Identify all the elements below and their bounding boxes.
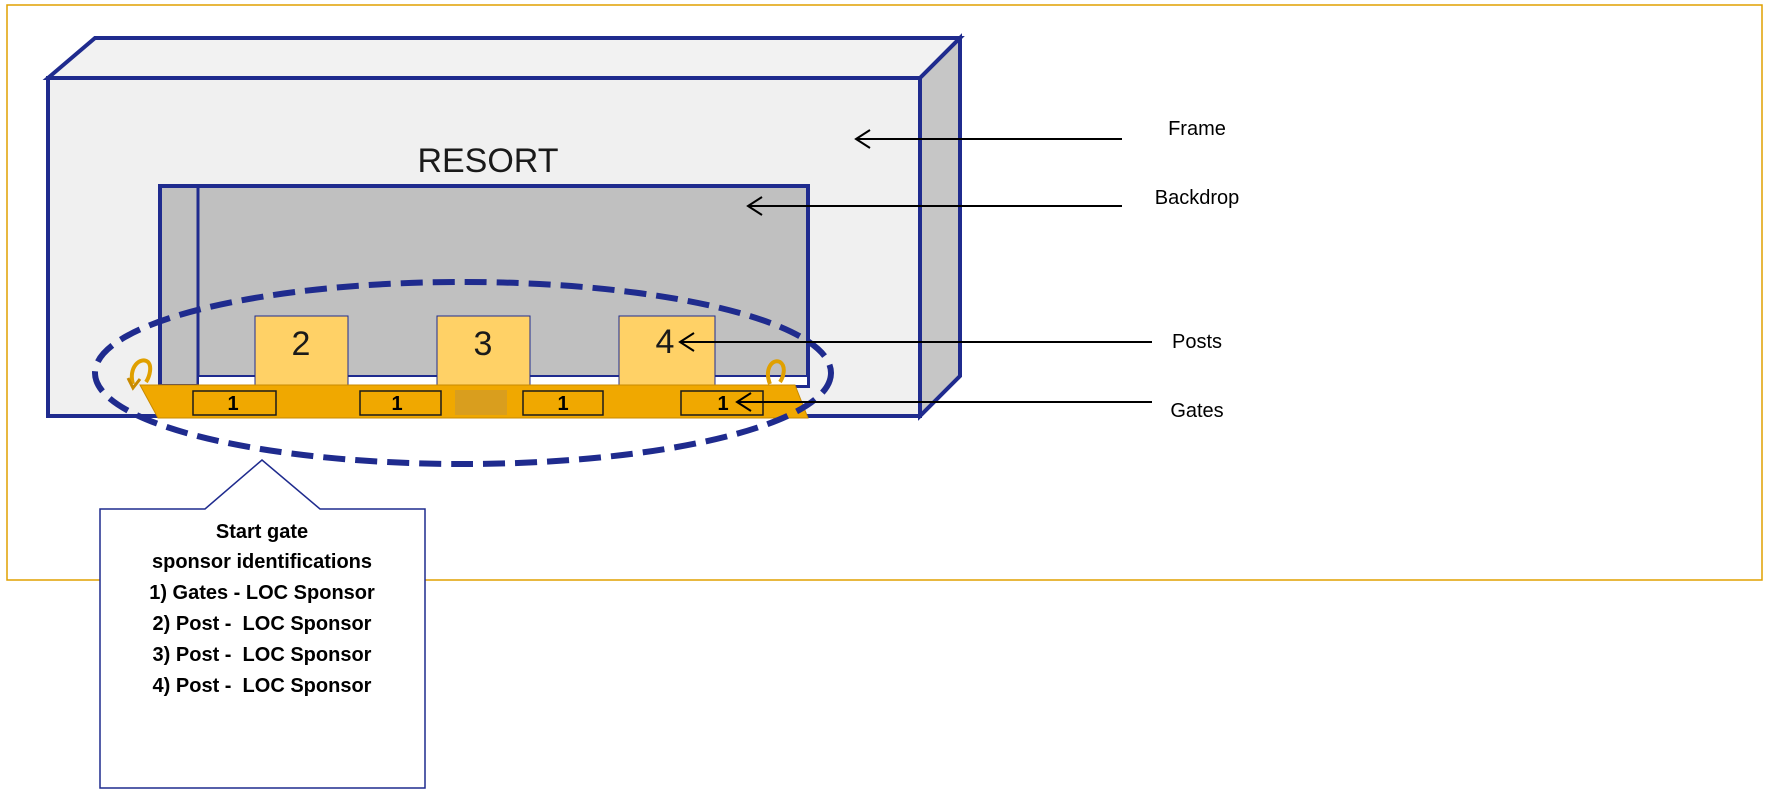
label-gates: Gates [1170, 400, 1223, 422]
svg-text:4) Post - LOC Sponsor: 4) Post - LOC Sponsor [153, 675, 372, 697]
arrow-posts [678, 332, 1152, 352]
gate-1a: 1 [192, 390, 277, 416]
gate-1c: 1 [522, 390, 604, 416]
arrow-frame [854, 129, 1122, 149]
sponsor-callout: Start gate sponsor identifications 1) Ga… [99, 459, 426, 789]
arrow-backdrop [746, 196, 1122, 216]
post-3: 3 [436, 315, 531, 387]
resort-label: RESORT [417, 142, 558, 180]
label-posts: Posts [1172, 331, 1222, 353]
svg-text:3) Post - LOC Sponsor: 3) Post - LOC Sponsor [153, 644, 372, 666]
svg-text:1: 1 [557, 393, 568, 415]
svg-text:Start gate: Start gate [216, 521, 308, 543]
gate-1b: 1 [359, 390, 442, 416]
label-backdrop: Backdrop [1155, 187, 1240, 209]
highlight-ellipse [92, 279, 834, 467]
svg-text:1) Gates - LOC Sponsor: 1) Gates - LOC Sponsor [149, 582, 375, 604]
svg-text:3: 3 [474, 325, 493, 363]
svg-text:4: 4 [656, 323, 675, 361]
post-4: 4 [618, 315, 716, 387]
gate-bar [126, 358, 809, 419]
arrow-gates [735, 392, 1152, 412]
diagram-border [6, 4, 1763, 581]
svg-text:2) Post - LOC Sponsor: 2) Post - LOC Sponsor [153, 613, 372, 635]
label-frame: Frame [1168, 118, 1226, 140]
svg-text:1: 1 [717, 393, 728, 415]
svg-text:1: 1 [391, 393, 402, 415]
svg-text:1: 1 [227, 393, 238, 415]
post-2: 2 [254, 315, 349, 387]
svg-text:sponsor identifications: sponsor identifications [152, 551, 372, 573]
svg-text:2: 2 [292, 325, 311, 363]
